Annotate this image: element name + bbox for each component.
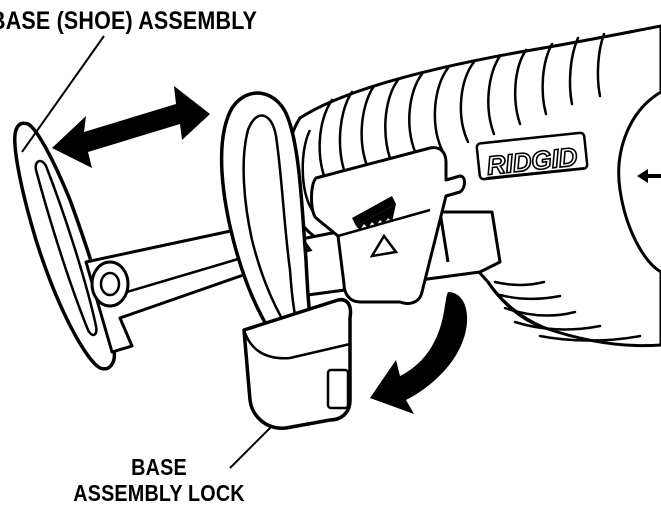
side-window [617,90,661,274]
base-assembly-lock [219,91,353,430]
leader-line-shoe [21,35,105,153]
housing-lower-edge [486,281,546,330]
leader-lines [21,35,273,469]
blade-saw-icon [352,196,396,230]
callout-lock-line1: BASE [131,454,187,480]
triangle-up-icon [369,233,399,258]
double-arrow-icon [52,86,210,168]
callout-base-assembly-lock: BASE ASSEMBLY LOCK [52,454,267,506]
shoe-plate [13,121,117,371]
curved-arrow-icon [370,292,468,414]
arrow-left-icon [637,169,661,183]
callout-lock-line2: ASSEMBLY LOCK [73,480,245,506]
leader-line-lock [229,425,273,469]
shoe-pivot [90,260,130,308]
callout-base-shoe-assembly: BASE (SHOE) ASSEMBLY [0,7,258,35]
